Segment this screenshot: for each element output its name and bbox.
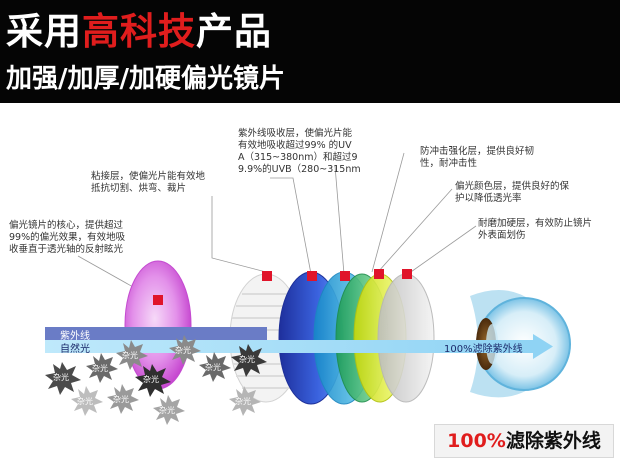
page-title: 采用高科技产品 xyxy=(6,8,272,56)
annotation-line: 耐磨加硬层，有效防止镜片 xyxy=(478,218,593,229)
glare-burst xyxy=(107,384,139,414)
leader-line-impact xyxy=(371,152,405,273)
uv-beam xyxy=(45,327,267,340)
leader-line-uv-b xyxy=(334,165,345,275)
lens-layer-diagram xyxy=(45,152,571,425)
title-prefix: 采用 xyxy=(6,10,82,53)
glare-burst xyxy=(229,386,261,416)
annotation-hard-coat-layer: 耐磨加硬层，有效防止镜片 外表面划伤 xyxy=(478,218,592,242)
filtered-uv-label: 100%滤除紫外线 xyxy=(444,344,523,355)
annotation-line: 偏光颜色层，提供良好的保 xyxy=(455,181,570,192)
page-subtitle: 加强/加厚/加硬偏光镜片 xyxy=(6,64,285,94)
leader-lines xyxy=(77,152,477,302)
glare-label: 杂光 xyxy=(239,355,255,364)
glare-label: 杂光 xyxy=(159,406,175,415)
leader-line-adhesive xyxy=(211,196,267,273)
glare-burst xyxy=(153,395,185,425)
glare-label: 杂光 xyxy=(122,351,138,360)
annotation-line: 9.9%的UVB（280~315nm xyxy=(238,164,361,175)
hard-coat-marker xyxy=(402,269,412,279)
polarizer-marker xyxy=(153,295,163,305)
annotation-line: 性，耐冲击性 xyxy=(420,158,478,169)
glare-burst xyxy=(199,352,231,382)
glare-label: 杂光 xyxy=(77,397,93,406)
uv-beam-label: 紫外线 xyxy=(60,331,90,342)
color-marker xyxy=(374,269,384,279)
glare-label: 杂光 xyxy=(235,397,251,406)
annotation-line: 外表面划伤 xyxy=(478,230,526,241)
glare-bursts xyxy=(45,335,267,425)
glare-label: 杂光 xyxy=(205,363,221,372)
beam-arrow-head xyxy=(533,334,553,359)
glare-label: 杂光 xyxy=(53,373,69,382)
title-highlight: 高科技 xyxy=(82,10,196,53)
title-suffix: 产品 xyxy=(196,10,272,53)
annotation-line: 收垂直于透光轴的反射眩光 xyxy=(9,244,124,255)
annotation-uv-absorb-layer: 紫外线吸收层，使偏光片能 有效地吸收超过99% 的UV A（315~380nm）… xyxy=(238,128,361,176)
uv-absorb-cyan-marker xyxy=(340,271,350,281)
glare-burst xyxy=(231,344,267,377)
adhesive-marker xyxy=(262,271,272,281)
glare-label: 杂光 xyxy=(92,364,108,373)
natural-light-beam xyxy=(45,340,533,353)
annotation-line: 抵抗切割、烘弯、裁片 xyxy=(91,183,187,194)
result-text: 滤除紫外线 xyxy=(505,430,601,452)
annotation-line: 粘接层，使偏光片能有效地 xyxy=(91,171,206,182)
annotation-color-layer: 偏光颜色层，提供良好的保 护以降低透光率 xyxy=(455,181,569,205)
annotation-line: 防冲击强化层，提供良好韧 xyxy=(420,146,535,157)
annotation-line: 紫外线吸收层，使偏光片能 xyxy=(238,128,353,139)
annotation-impact-layer: 防冲击强化层，提供良好韧 性，耐冲击性 xyxy=(420,146,534,170)
natural-light-label: 自然光 xyxy=(60,344,90,355)
annotation-line: A（315~380nm）和超过9 xyxy=(238,152,358,163)
polarizer-lens xyxy=(124,260,192,390)
glare-burst xyxy=(116,340,148,370)
annotation-adhesive-layer: 粘接层，使偏光片能有效地 抵抗切割、烘弯、裁片 xyxy=(91,171,205,195)
glare-burst xyxy=(135,364,171,397)
header-banner: 采用高科技产品 加强/加厚/加硬偏光镜片 xyxy=(0,0,620,103)
glare-burst xyxy=(86,353,118,383)
result-badge: 100%滤除紫外线 xyxy=(434,424,614,458)
glare-label: 杂光 xyxy=(143,375,159,384)
leader-line-uv xyxy=(270,177,312,275)
annotation-line: 护以降低透光率 xyxy=(455,193,522,204)
uv-absorb-blue-marker xyxy=(307,271,317,281)
annotation-line: 有效地吸收超过99% 的UV xyxy=(238,140,352,151)
annotation-line: 99%的偏光效果，有效地吸 xyxy=(9,232,126,243)
result-percent: 100% xyxy=(447,430,506,452)
leader-line-hardcoat xyxy=(407,225,477,275)
glare-burst xyxy=(71,386,103,416)
glare-burst xyxy=(169,335,201,365)
glare-label: 杂光 xyxy=(175,346,191,355)
leader-line-color xyxy=(377,188,453,273)
annotation-line: 偏光镜片的核心，提供超过 xyxy=(9,220,124,231)
glare-burst xyxy=(45,362,81,395)
annotation-polarizing-core: 偏光镜片的核心，提供超过 99%的偏光效果，有效地吸 收垂直于透光轴的反射眩光 xyxy=(9,220,125,256)
glare-label: 杂光 xyxy=(113,395,129,404)
hard-coat-lens xyxy=(377,273,435,403)
